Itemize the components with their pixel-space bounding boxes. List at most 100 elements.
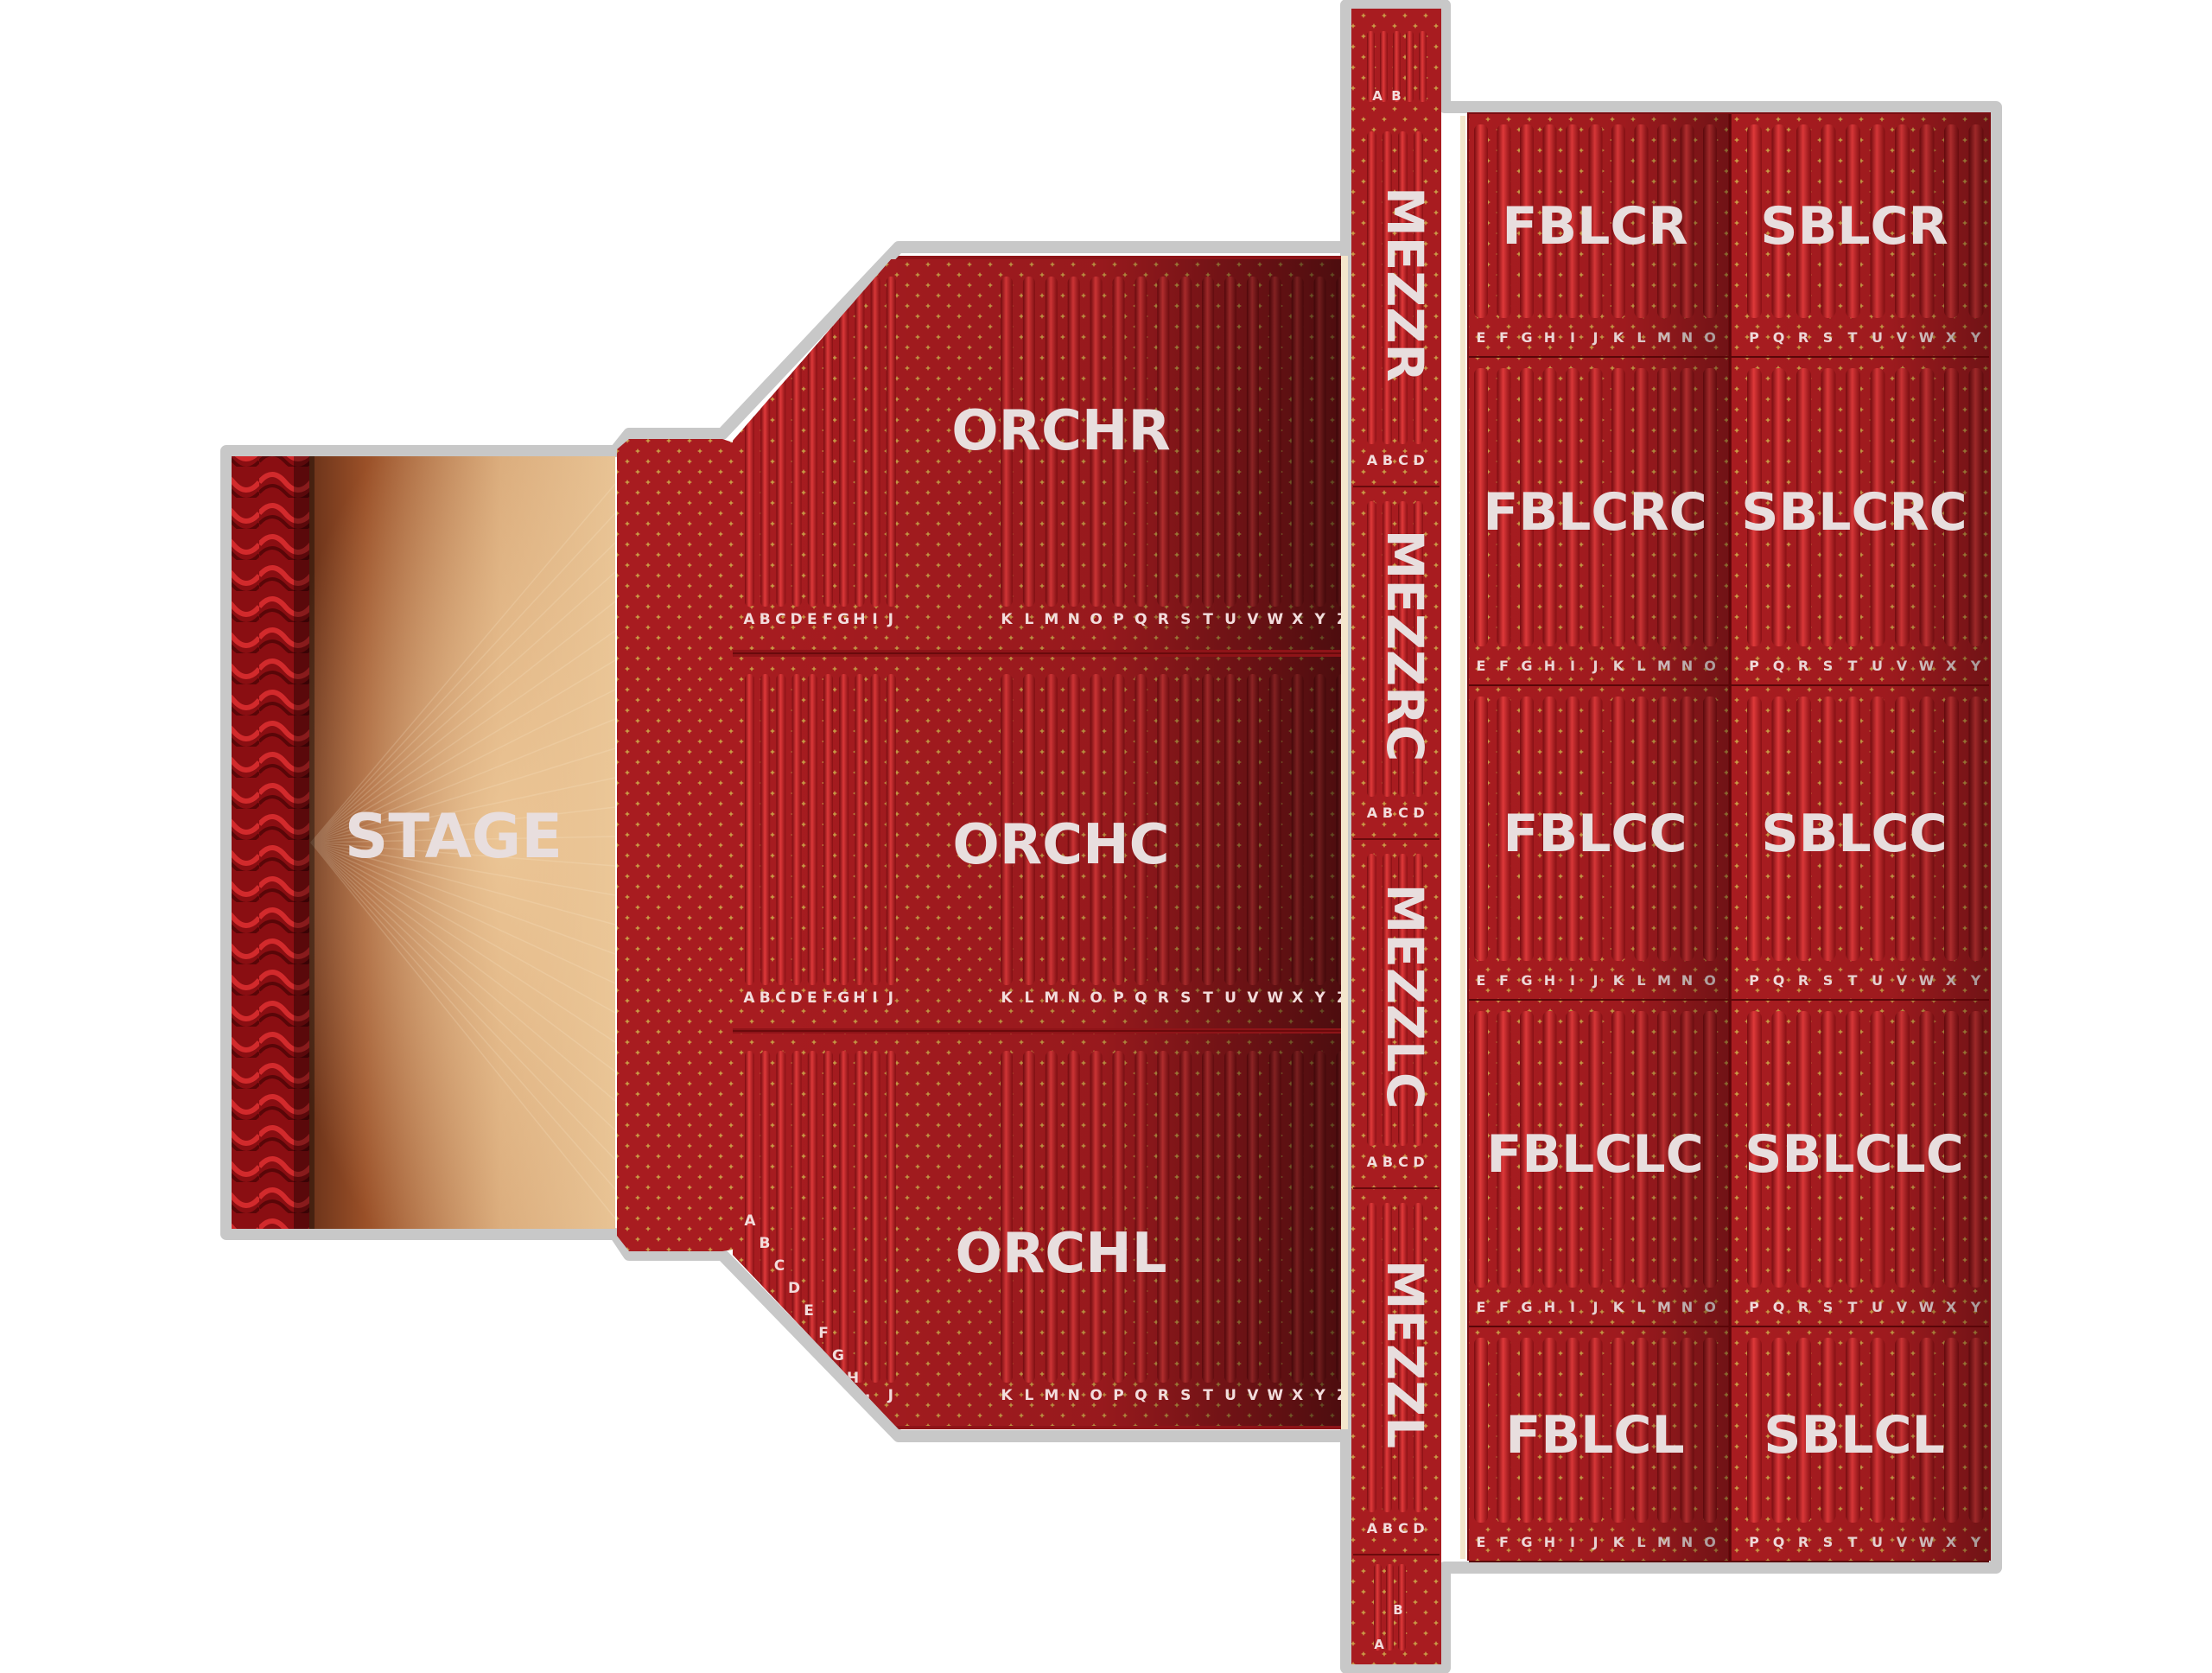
seat-row-mezzlc-c[interactable] bbox=[1398, 854, 1408, 1146]
seat-row-fblcl-o[interactable] bbox=[1703, 1338, 1717, 1523]
seat-row-orchl-c[interactable] bbox=[776, 1051, 786, 1383]
seat-row-mezzl-d[interactable] bbox=[1414, 1203, 1423, 1512]
seat-row-orchc-u[interactable] bbox=[1224, 674, 1236, 985]
seat-row-orchl-r[interactable] bbox=[1157, 1051, 1170, 1383]
seat-row-mezzrc-a[interactable] bbox=[1367, 501, 1376, 797]
seat-row-orchr-c[interactable] bbox=[776, 277, 786, 607]
seat-row-fblcc-e[interactable] bbox=[1474, 697, 1488, 961]
seat-row-mezzl-b[interactable] bbox=[1382, 1203, 1392, 1512]
seat-row-orchr-b[interactable] bbox=[760, 277, 771, 607]
seat-row-orchl-v[interactable] bbox=[1246, 1051, 1259, 1383]
seat-row-orchl-u[interactable] bbox=[1224, 1051, 1236, 1383]
seat-row-orchc-i[interactable] bbox=[870, 674, 880, 985]
seat-row-fblcr-o[interactable] bbox=[1703, 124, 1717, 318]
seat-row-orchl-h[interactable] bbox=[855, 1051, 865, 1383]
seat-row-orchc-h[interactable] bbox=[855, 674, 865, 985]
seat-row-mezzr-a[interactable] bbox=[1367, 131, 1376, 444]
seat-row-orchl-m[interactable] bbox=[1045, 1051, 1058, 1383]
seat-row-sblcc-p[interactable] bbox=[1747, 697, 1762, 961]
seat-row-orchr-s[interactable] bbox=[1179, 277, 1192, 607]
seat-row-orchc-f[interactable] bbox=[823, 674, 833, 985]
seat-row-mezzl-c[interactable] bbox=[1398, 1203, 1408, 1512]
seat-row-orchr-u[interactable] bbox=[1224, 277, 1236, 607]
seat-row-orchc-c[interactable] bbox=[776, 674, 786, 985]
seat-row-orchc-x[interactable] bbox=[1291, 674, 1304, 985]
seat-row-orchl-i[interactable] bbox=[870, 1051, 880, 1383]
seat-row-orchl-q[interactable] bbox=[1135, 1051, 1147, 1383]
seat-row-orchl-s[interactable] bbox=[1179, 1051, 1192, 1383]
seat-row-orchr-w[interactable] bbox=[1268, 277, 1281, 607]
seat-row-orchc-b[interactable] bbox=[760, 674, 771, 985]
seat-row-orchc-a[interactable] bbox=[745, 674, 754, 985]
seat-row-orchl-n[interactable] bbox=[1067, 1051, 1080, 1383]
seat-row-sblcl-y[interactable] bbox=[1968, 1338, 1984, 1523]
seat-row-orchl-p[interactable] bbox=[1112, 1051, 1125, 1383]
seat-row-orchr-h[interactable] bbox=[855, 277, 865, 607]
seat-row-sblclc-y[interactable] bbox=[1968, 1011, 1984, 1288]
seat-row-orchc-y[interactable] bbox=[1313, 674, 1326, 985]
seat-row-mezzr-b[interactable] bbox=[1382, 131, 1392, 444]
seat-row-sblcl-x[interactable] bbox=[1944, 1338, 1959, 1523]
seat-row-orchc-s[interactable] bbox=[1179, 674, 1192, 985]
seat-row-fblcc-o[interactable] bbox=[1703, 697, 1717, 961]
mezz-bottom-extension[interactable]: BA bbox=[1374, 1564, 1406, 1652]
section-orchc[interactable]: ABCDEFGHIJKLMNOPQRSTUVWXYZORCHC bbox=[733, 657, 1349, 1028]
seat-row-mezzr-c[interactable] bbox=[1398, 131, 1408, 444]
seat-row-orchr-i[interactable] bbox=[870, 277, 880, 607]
seat-row-orchr-a[interactable] bbox=[745, 277, 754, 607]
seat-row-sblcr-y[interactable] bbox=[1968, 124, 1984, 318]
seat-row-mezzrc-c[interactable] bbox=[1398, 501, 1408, 797]
seat-row-fblcl-e[interactable] bbox=[1474, 1338, 1488, 1523]
seat-row-sblcrc-y[interactable] bbox=[1968, 368, 1984, 646]
seat-row-mezzrc-d[interactable] bbox=[1414, 501, 1423, 797]
seat-row-mezzrc-b[interactable] bbox=[1382, 501, 1392, 797]
seat-row-orchc-w[interactable] bbox=[1268, 674, 1281, 985]
seat-row-orchr-d[interactable] bbox=[791, 277, 802, 607]
seat-row-mezzr-d[interactable] bbox=[1414, 131, 1423, 444]
seat-row-orchl-y[interactable] bbox=[1313, 1051, 1326, 1383]
seat-row-orchc-e[interactable] bbox=[807, 674, 817, 985]
seat-row-orchl-w[interactable] bbox=[1268, 1051, 1281, 1383]
seat-row-mezzlc-b[interactable] bbox=[1382, 854, 1392, 1146]
seat-row-orchl-e[interactable] bbox=[807, 1051, 817, 1383]
seat-row-orchc-g[interactable] bbox=[839, 674, 849, 985]
seat-row-orchc-j[interactable] bbox=[886, 674, 896, 985]
seat-row-orchl-k[interactable] bbox=[1001, 1051, 1013, 1383]
seat-row-orchr-t[interactable] bbox=[1202, 277, 1215, 607]
seat-row-orchl-g[interactable] bbox=[839, 1051, 849, 1383]
seat-row-orchr-y[interactable] bbox=[1313, 277, 1326, 607]
seat-row-mezzlc-d[interactable] bbox=[1414, 854, 1423, 1146]
seat-row-orchl-b[interactable] bbox=[760, 1051, 771, 1383]
seat-row-orchc-d[interactable] bbox=[791, 674, 802, 985]
seat-row-orchr-x[interactable] bbox=[1291, 277, 1304, 607]
seat-row-mezzlc-a[interactable] bbox=[1367, 854, 1376, 1146]
seat-row-sblcl-p[interactable] bbox=[1747, 1338, 1762, 1523]
seat-row-orchl-o[interactable] bbox=[1090, 1051, 1103, 1383]
seat-row-orchl-l[interactable] bbox=[1022, 1051, 1035, 1383]
seat-row-mezzl-a[interactable] bbox=[1367, 1203, 1376, 1512]
seat-row-fblclc-o[interactable] bbox=[1703, 1011, 1717, 1288]
seat-row-orchl-x[interactable] bbox=[1291, 1051, 1304, 1383]
seat-row-orchl-t[interactable] bbox=[1202, 1051, 1215, 1383]
seat-row-orchl-j[interactable] bbox=[886, 1051, 896, 1383]
seat-row-sblcc-y[interactable] bbox=[1968, 697, 1984, 961]
seat-row-orchc-t[interactable] bbox=[1202, 674, 1215, 985]
seat-row-orchr-g[interactable] bbox=[839, 277, 849, 607]
seat-row-orchr-v[interactable] bbox=[1246, 277, 1259, 607]
seat-row-fblcr-e[interactable] bbox=[1474, 124, 1488, 318]
